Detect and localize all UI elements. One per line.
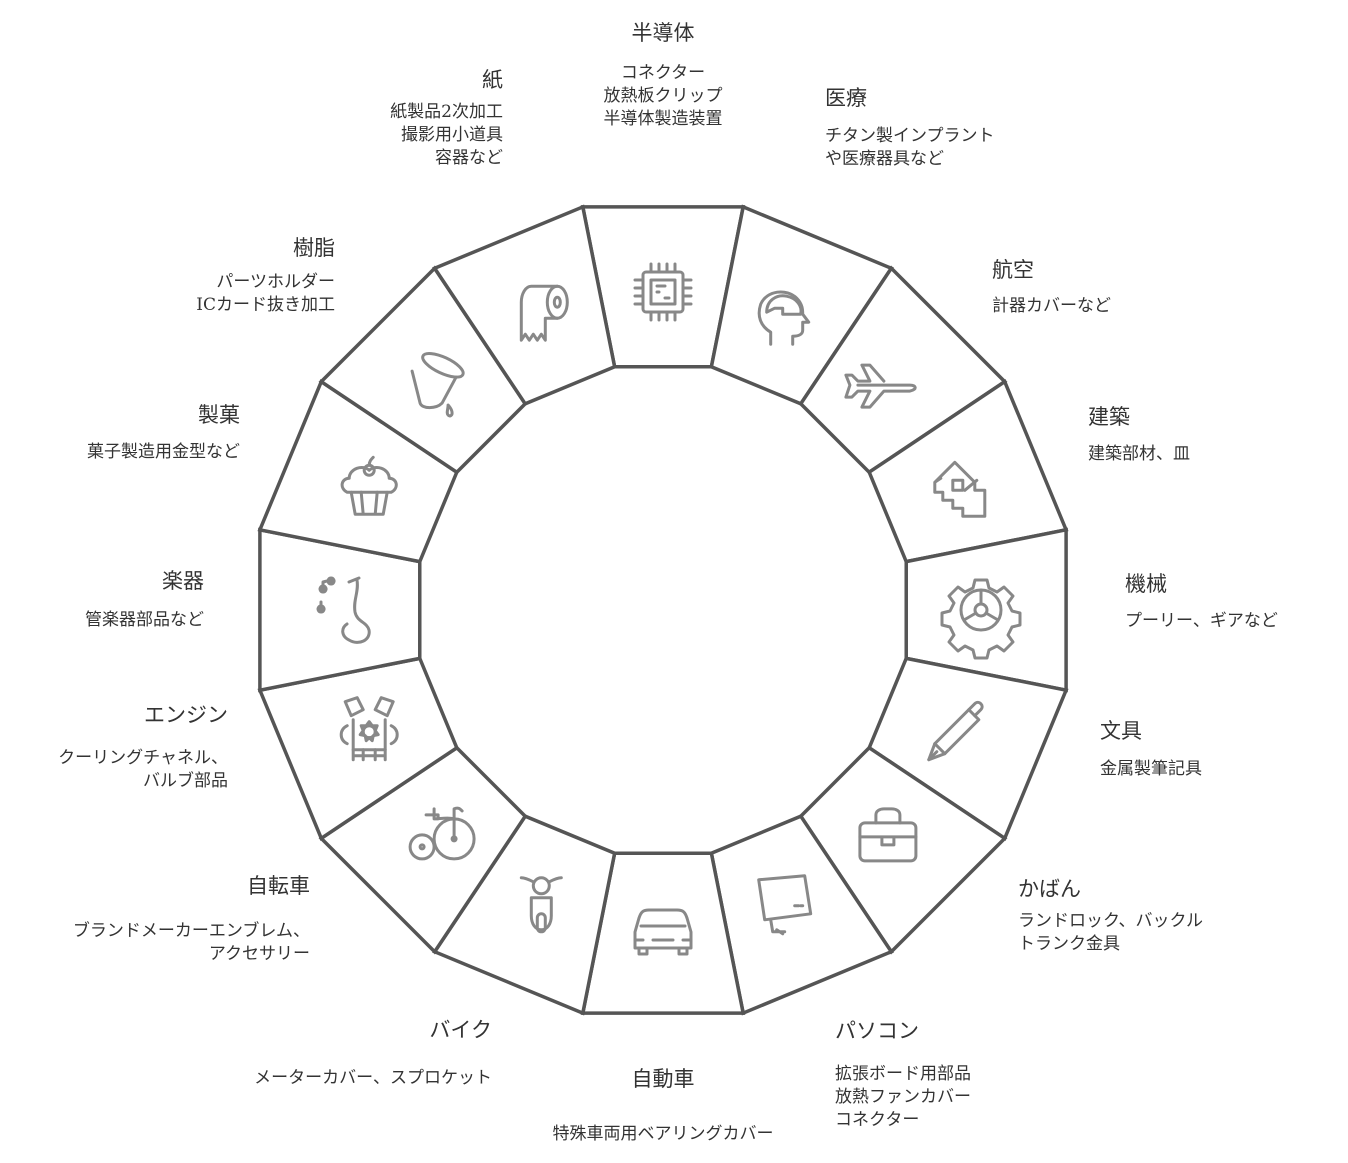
segment-title: 医療 bbox=[825, 85, 867, 111]
description-line: トランク金具 bbox=[1018, 934, 1120, 954]
segment-title-text: 半導体 bbox=[631, 21, 695, 45]
car-icon bbox=[633, 908, 693, 956]
segment-title: バイク bbox=[429, 1017, 492, 1043]
segment-title: 航空 bbox=[992, 257, 1034, 283]
description-line: メーターカバー、スプロケット bbox=[254, 1068, 492, 1088]
ring-segment bbox=[432, 204, 617, 406]
segment-title-text: パソコン bbox=[835, 1019, 919, 1043]
description-line: 特殊車両用ベアリングカバー bbox=[552, 1124, 774, 1144]
description-line: クーリングチャネル、 bbox=[58, 748, 228, 768]
description-line: 計器カバーなど bbox=[992, 296, 1111, 316]
scooter-icon bbox=[519, 876, 563, 934]
description-line: 拡張ボード用部品 bbox=[835, 1064, 971, 1084]
gear-icon bbox=[940, 578, 1022, 660]
description-line: ICカード抜き加工 bbox=[196, 295, 335, 315]
description-line: 放熱ファンカバー bbox=[835, 1087, 971, 1107]
segment-title: 自動車 bbox=[632, 1066, 695, 1092]
segment-description: 管楽器部品など bbox=[85, 609, 204, 632]
head-brain-icon bbox=[757, 290, 811, 346]
segment-title: パソコン bbox=[835, 1018, 919, 1044]
description-line: ブランドメーカーエンブレム、 bbox=[72, 921, 310, 941]
segment-description: チタン製インプラントや医療器具など bbox=[825, 125, 995, 171]
segment-title: 機械 bbox=[1125, 571, 1167, 597]
segment-title-text: 機械 bbox=[1125, 572, 1167, 596]
segment-description: クーリングチャネル、バルブ部品 bbox=[58, 747, 228, 793]
segment-title: 樹脂 bbox=[293, 235, 335, 261]
paper-roll-icon bbox=[519, 284, 569, 342]
segment-description: プーリー、ギアなど bbox=[1125, 610, 1278, 633]
segment-description: 菓子製造用金型など bbox=[87, 441, 240, 464]
description-line: コネクター bbox=[620, 63, 706, 83]
cupcake-icon bbox=[340, 455, 398, 516]
fountain-pen-icon bbox=[927, 700, 984, 762]
description-line: 撮影用小道具 bbox=[401, 125, 503, 145]
segment-description: コネクター放熱板クリップ半導体製造装置 bbox=[604, 62, 723, 131]
segment-title: エンジン bbox=[144, 702, 228, 728]
description-line: 容器など bbox=[435, 148, 503, 168]
microchip-icon bbox=[633, 262, 693, 322]
bag-icon bbox=[858, 807, 918, 863]
segment-description: ブランドメーカーエンブレム、アクセサリー bbox=[73, 920, 310, 966]
description-line: プーリー、ギアなど bbox=[1125, 611, 1278, 631]
segment-title-text: かばん bbox=[1018, 877, 1081, 901]
segment-title-text: 文具 bbox=[1100, 719, 1142, 743]
house-icon bbox=[933, 460, 987, 518]
description-line: 放熱板クリップ bbox=[603, 86, 723, 106]
airplane-icon bbox=[844, 363, 917, 409]
bicycle-icon bbox=[408, 806, 476, 861]
monitor-icon bbox=[757, 874, 813, 936]
segment-description: 計器カバーなど bbox=[992, 295, 1111, 318]
description-line: 紙製品2次加工 bbox=[390, 102, 503, 122]
segment-title-text: 航空 bbox=[992, 258, 1034, 282]
description-line: コネクター bbox=[835, 1110, 920, 1130]
description-line: バルブ部品 bbox=[143, 771, 228, 791]
segment-title: 製菓 bbox=[198, 402, 240, 428]
segment-title: 文具 bbox=[1100, 718, 1142, 744]
segment-title: 紙 bbox=[482, 67, 503, 93]
description-line: チタン製インプラント bbox=[825, 126, 995, 146]
segment-title-text: バイク bbox=[429, 1018, 492, 1042]
segment-title-text: 自転車 bbox=[247, 874, 310, 898]
segment-description: 拡張ボード用部品放熱ファンカバーコネクター bbox=[835, 1063, 971, 1132]
segment-title-text: 楽器 bbox=[162, 569, 204, 593]
segment-description: 建築部材、皿 bbox=[1088, 443, 1190, 466]
description-line: 菓子製造用金型など bbox=[87, 442, 240, 462]
engine-icon bbox=[339, 696, 399, 762]
segment-description: 紙製品2次加工撮影用小道具容器など bbox=[390, 101, 503, 170]
description-line: 建築部材、皿 bbox=[1088, 444, 1190, 464]
segment-title-text: 建築 bbox=[1088, 405, 1130, 429]
segment-description: 金属製筆記具 bbox=[1100, 758, 1202, 781]
description-line: 管楽器部品など bbox=[85, 610, 204, 630]
segment-title: 建築 bbox=[1088, 404, 1130, 430]
segment-description: 特殊車両用ベアリングカバー bbox=[553, 1123, 774, 1146]
segment-title: 半導体 bbox=[632, 20, 695, 46]
description-line: や医療器具など bbox=[825, 149, 944, 169]
description-line: 金属製筆記具 bbox=[1100, 759, 1202, 779]
segment-title-text: 紙 bbox=[482, 68, 503, 92]
segment-title-text: 医療 bbox=[825, 86, 867, 110]
segment-title-text: 自動車 bbox=[631, 1067, 695, 1091]
segment-description: メーターカバー、スプロケット bbox=[254, 1067, 492, 1090]
segment-title: 楽器 bbox=[162, 568, 204, 594]
segment-title-text: エンジン bbox=[144, 703, 228, 727]
description-line: パーツホルダー bbox=[216, 272, 335, 292]
description-line: アクセサリー bbox=[208, 944, 310, 964]
description-line: 半導体製造装置 bbox=[603, 109, 723, 129]
saxophone-icon bbox=[316, 576, 371, 644]
segment-title-text: 製菓 bbox=[198, 403, 240, 427]
segment-title-text: 樹脂 bbox=[293, 236, 335, 260]
segment-description: ランドロック、バックルトランク金具 bbox=[1018, 910, 1203, 956]
segment-title: 自転車 bbox=[247, 873, 310, 899]
description-line: ランドロック、バックル bbox=[1018, 911, 1203, 931]
segment-description: パーツホルダー ICカード抜き加工 bbox=[196, 271, 335, 317]
segment-title: かばん bbox=[1018, 876, 1081, 902]
resin-cup-icon bbox=[410, 351, 465, 418]
